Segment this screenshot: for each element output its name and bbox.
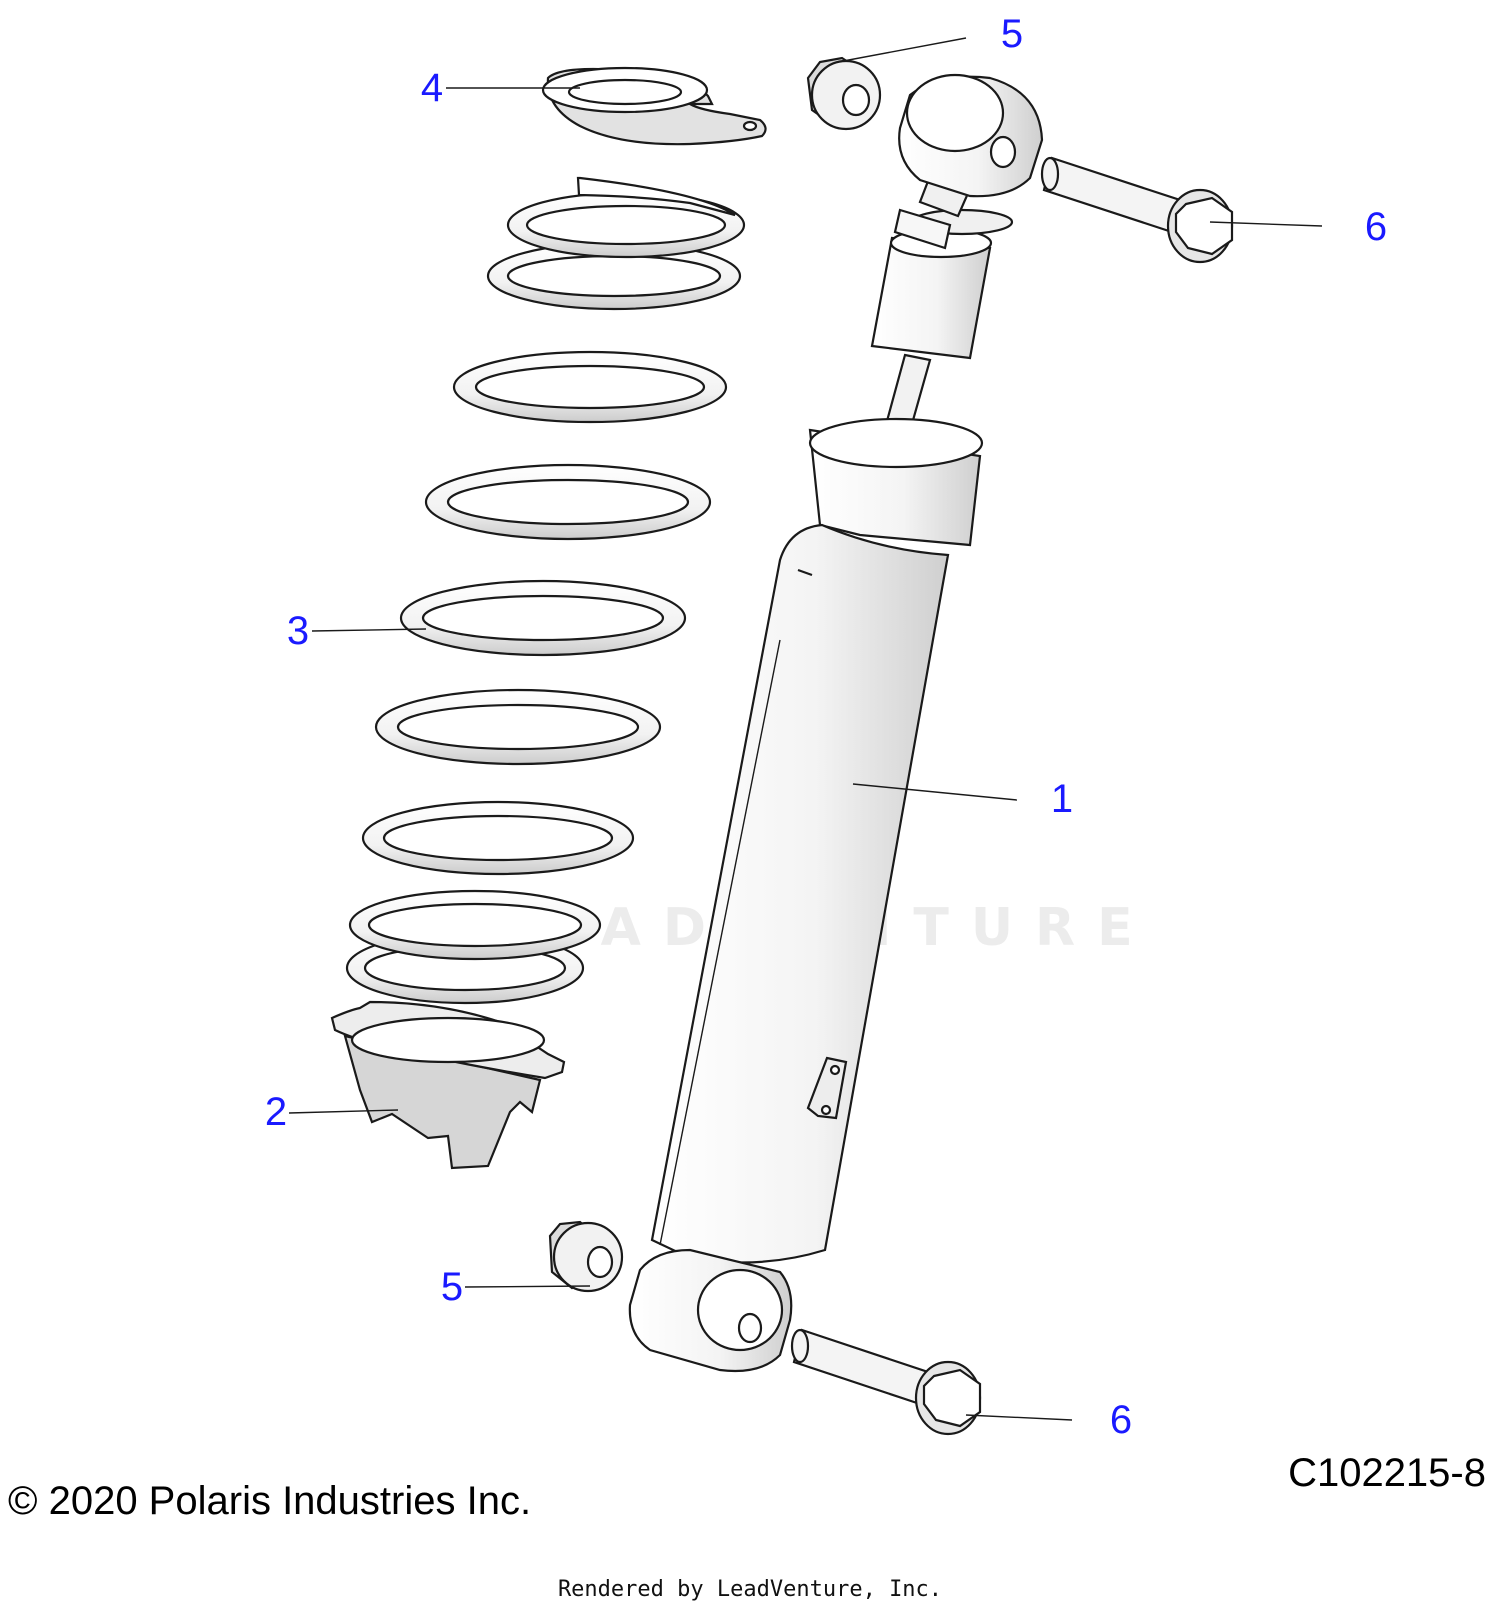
coil-spring bbox=[345, 176, 746, 1005]
bolt-bottom bbox=[790, 1328, 982, 1436]
leader-1 bbox=[852, 783, 1018, 801]
callout-6-top[interactable]: 6 bbox=[1364, 205, 1388, 249]
shock-absorber bbox=[628, 73, 1044, 1373]
leader-3 bbox=[311, 628, 427, 632]
callout-2[interactable]: 2 bbox=[264, 1090, 288, 1134]
leader-6-bottom bbox=[965, 1414, 1073, 1421]
callout-4[interactable]: 4 bbox=[420, 66, 444, 110]
callout-6-bottom[interactable]: 6 bbox=[1109, 1398, 1133, 1442]
callout-1[interactable]: 1 bbox=[1050, 777, 1074, 821]
leader-lines bbox=[288, 37, 1323, 1421]
spring-retainer-lower bbox=[330, 1000, 566, 1170]
callout-3[interactable]: 3 bbox=[286, 609, 310, 653]
bolt-top bbox=[1040, 156, 1234, 264]
diagram-code: C102215-8 bbox=[1288, 1451, 1486, 1495]
leader-2 bbox=[288, 1109, 399, 1114]
leader-5-top bbox=[837, 37, 967, 63]
bushing-bottom bbox=[548, 1220, 624, 1293]
callout-5-top[interactable]: 5 bbox=[1000, 12, 1024, 56]
render-credit: Rendered by LeadVenture, Inc. bbox=[557, 1577, 943, 1602]
callout-5-bottom[interactable]: 5 bbox=[440, 1265, 464, 1309]
leader-6-top bbox=[1209, 221, 1323, 227]
spring-retainer-upper bbox=[541, 66, 767, 146]
copyright-text: © 2020 Polaris Industries Inc. bbox=[8, 1479, 532, 1523]
bushing-top bbox=[806, 56, 882, 131]
leader-5-bottom bbox=[464, 1285, 591, 1288]
